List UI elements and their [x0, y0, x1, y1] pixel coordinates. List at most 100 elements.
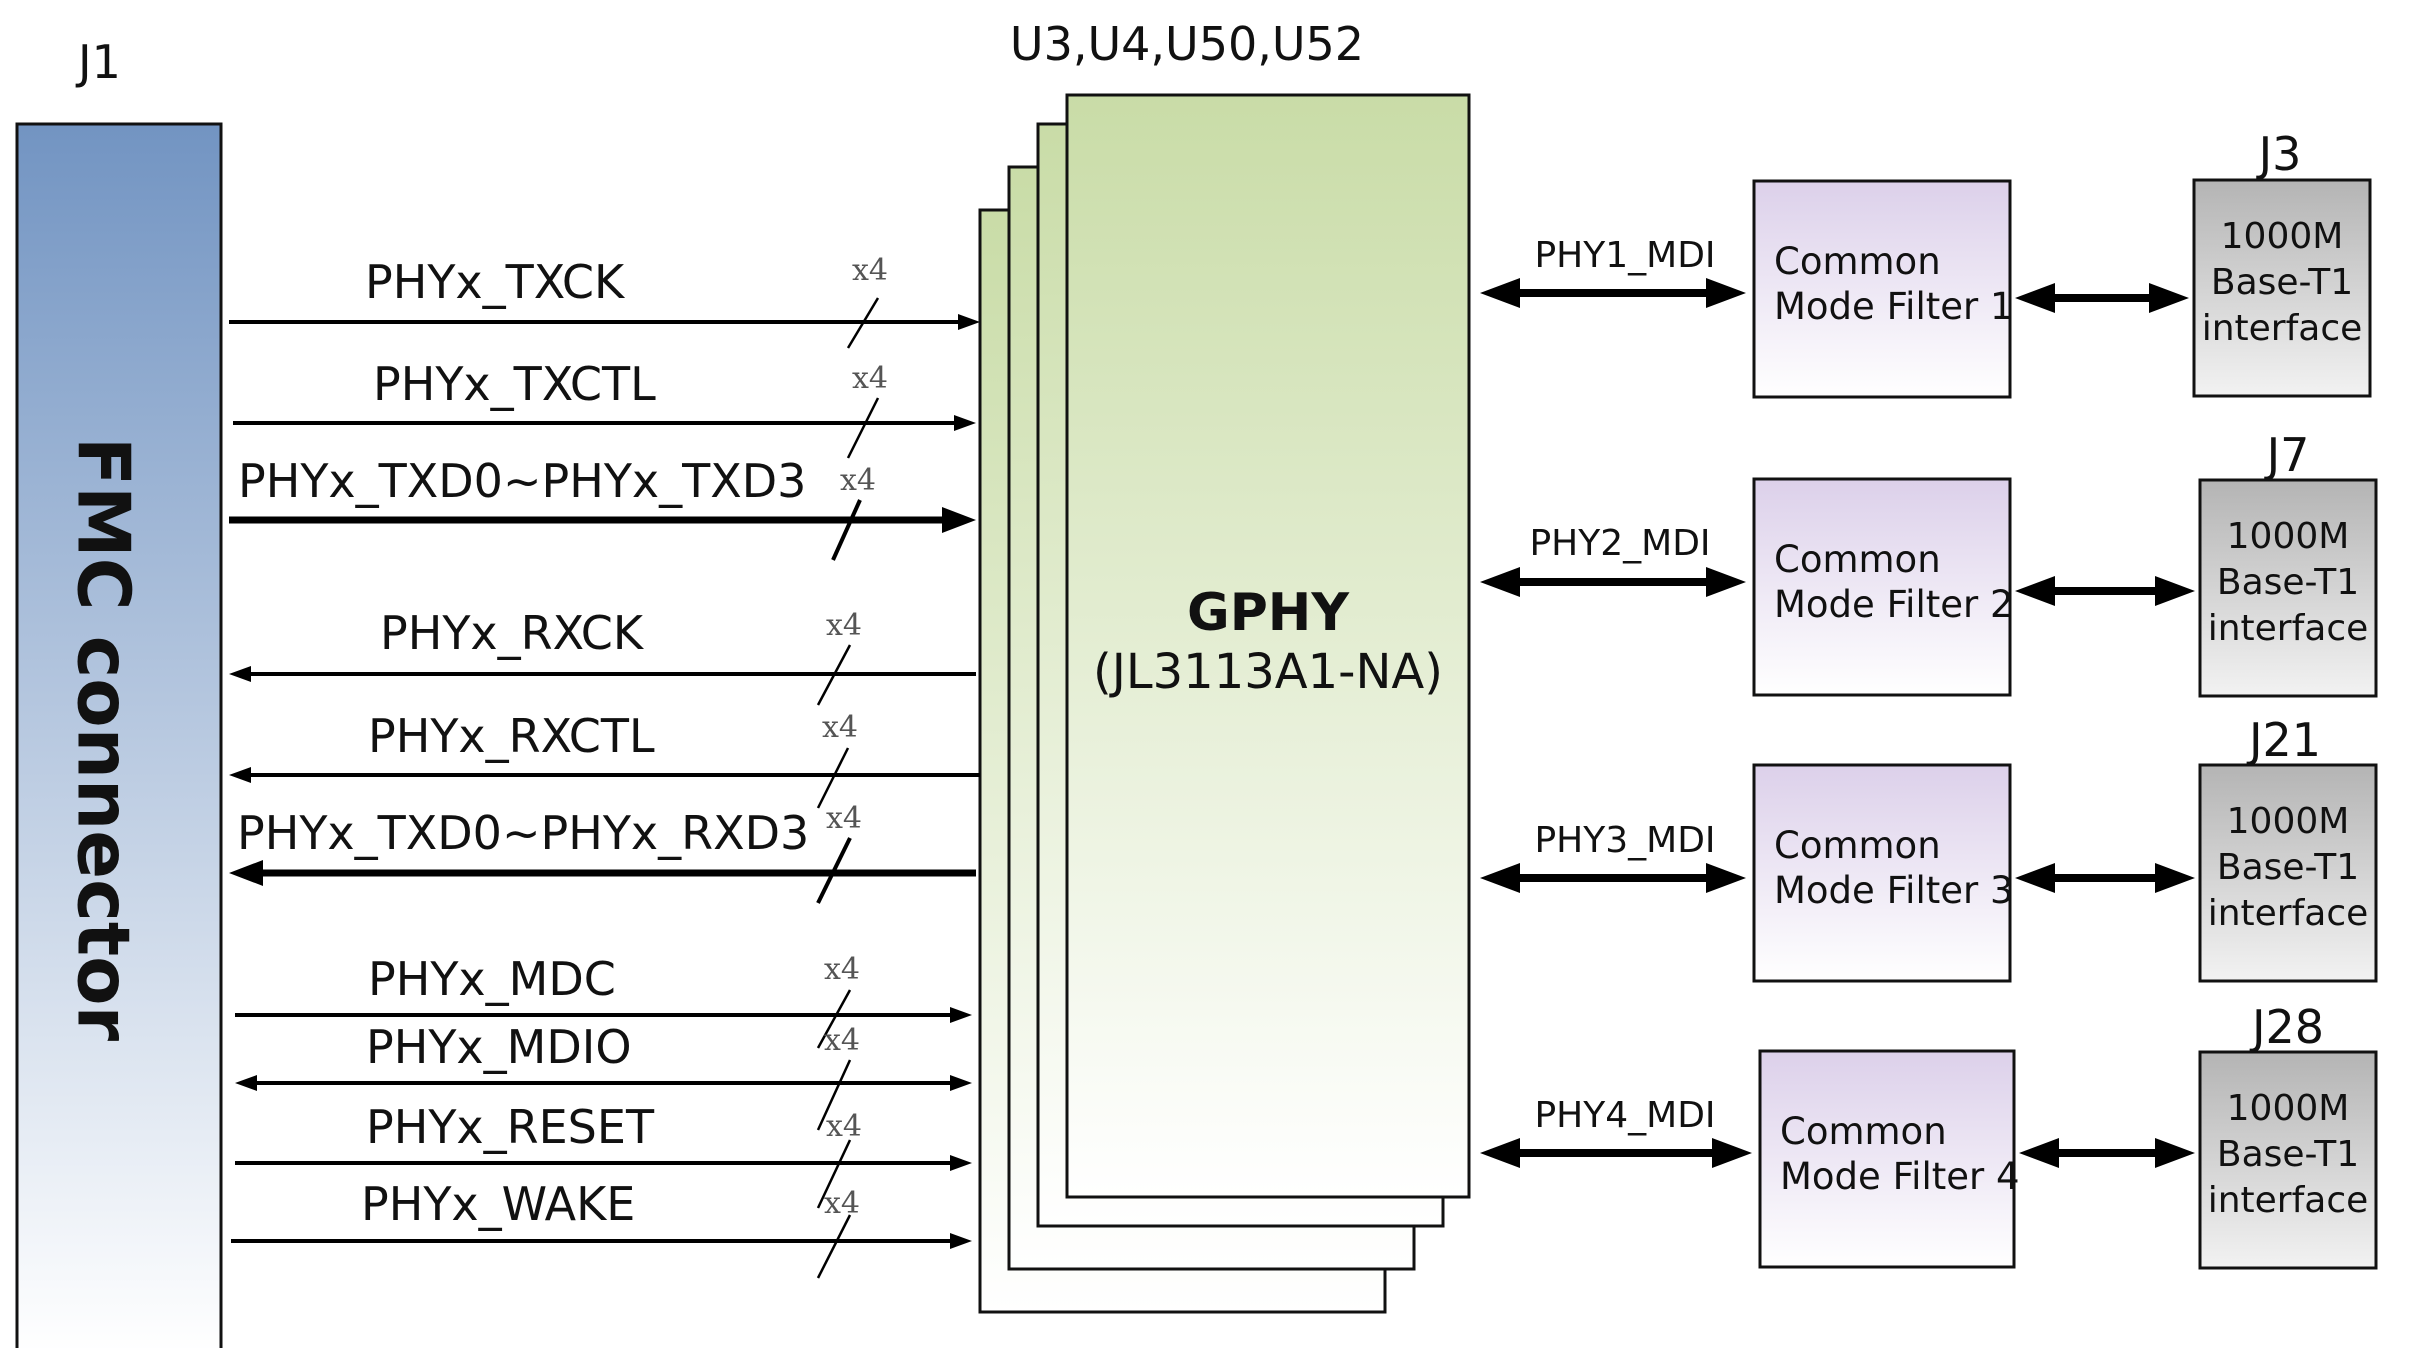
arrow-head-left — [2015, 863, 2055, 893]
filter-label-line1: Common — [1774, 824, 1941, 867]
common-mode-filter — [1752, 179, 2012, 399]
bus-slash — [816, 989, 852, 1049]
filter-label-line1: Common — [1780, 1110, 1947, 1153]
gphy-part-number: (JL3113A1-NA) — [1093, 644, 1443, 700]
filter-label-line2: Mode Filter 4 — [1780, 1155, 2020, 1198]
arrow-head-left — [2015, 283, 2055, 313]
signal-row: PHYx_TXD0~PHYx_TXD3 x4 — [229, 454, 976, 561]
signal-label: PHYx_RESET — [366, 1100, 655, 1154]
arrow-head-right — [958, 314, 980, 330]
arrow-head-right — [1706, 863, 1746, 893]
arrow-head-left — [1480, 1138, 1520, 1168]
signal-label: PHYx_TXCTL — [373, 357, 656, 411]
arrow-head-left — [2019, 1138, 2059, 1168]
arrow-head-left — [1480, 863, 1520, 893]
signal-label: PHYx_TXD0~PHYx_RXD3 — [237, 806, 809, 860]
mdi-label: PHY1_MDI — [1534, 235, 1715, 276]
gphy-block — [1065, 93, 1471, 1199]
jack-ref: J7 — [2264, 428, 2310, 482]
arrow-head-right — [954, 415, 976, 431]
bus-slash — [816, 747, 850, 809]
arrow-head-left — [2015, 576, 2055, 606]
interface-label-line3: interface — [2208, 893, 2369, 934]
interface-label-line2: Base-T1 — [2211, 262, 2353, 303]
gphy-title: GPHY — [1187, 583, 1350, 643]
base-t1-interface — [2198, 1050, 2378, 1270]
interface-label-line1: 1000M — [2227, 516, 2350, 557]
arrow-head-right — [950, 1007, 972, 1023]
arrow-head-right — [1706, 567, 1746, 597]
base-t1-interface — [2198, 478, 2378, 698]
signal-row: PHYx_RXCTL x4 — [229, 709, 980, 809]
bus-width-label: x4 — [824, 952, 860, 987]
signal-row: PHYx_RXCK x4 — [229, 606, 976, 706]
interface-label-line3: interface — [2202, 308, 2363, 349]
bus-slash — [831, 499, 862, 561]
interface-label-line1: 1000M — [2227, 1088, 2350, 1129]
jack-ref: J28 — [2249, 1000, 2324, 1054]
base-t1-interface — [2198, 763, 2378, 983]
bus-slash — [846, 297, 880, 349]
signal-label: PHYx_MDIO — [366, 1020, 632, 1074]
signal-label: PHYx_TXD0~PHYx_TXD3 — [238, 454, 806, 508]
bus-slash — [816, 1139, 852, 1209]
arrow-head-right — [950, 1075, 972, 1091]
signal-label: PHYx_RXCK — [380, 606, 645, 660]
bus-width-label: x4 — [840, 463, 876, 498]
jack-ref: J3 — [2256, 127, 2302, 181]
arrow-head-left — [229, 767, 251, 783]
bus-slash — [816, 837, 852, 904]
arrow-head-left — [229, 860, 263, 886]
interface-label-line2: Base-T1 — [2217, 562, 2359, 603]
filter-label-line2: Mode Filter 2 — [1774, 583, 2014, 626]
arrow-head-right — [2155, 1138, 2195, 1168]
signal-row: PHYx_TXCTL x4 — [233, 357, 976, 459]
jack-ref: J21 — [2246, 713, 2321, 767]
common-mode-filter — [1758, 1049, 2016, 1269]
common-mode-filter — [1752, 763, 2012, 983]
arrow-head-right — [2149, 283, 2189, 313]
mdi-channels: PHY1_MDI Common Mode Filter 1 J3 1000M Base-T… — [1480, 127, 2378, 1270]
interface-label-line1: 1000M — [2221, 216, 2344, 257]
fmc-connector — [15, 122, 223, 1348]
arrow-head-left — [229, 666, 251, 682]
arrow-head-right — [950, 1155, 972, 1171]
interface-label-line2: Base-T1 — [2217, 1134, 2359, 1175]
signal-label: PHYx_RXCTL — [368, 709, 655, 763]
phy-refs: U3,U4,U50,U52 — [1010, 17, 1364, 71]
interface-label-line3: interface — [2208, 1180, 2369, 1221]
signal-label: PHYx_WAKE — [361, 1177, 635, 1231]
bus-slash — [846, 397, 880, 459]
signal-label: PHYx_MDC — [368, 952, 616, 1006]
signal-label: PHYx_TXCK — [365, 255, 626, 309]
bus-width-label: x4 — [852, 361, 888, 396]
signal-row: PHYx_MDC x4 — [235, 952, 972, 1049]
bus-slash — [816, 1214, 852, 1279]
bus-width-label: x4 — [852, 253, 888, 288]
bus-slash — [816, 644, 852, 706]
signal-row: PHYx_TXCK x4 — [229, 253, 980, 349]
filter-label-line2: Mode Filter 1 — [1774, 285, 2014, 328]
mdi-label: PHY4_MDI — [1534, 1095, 1715, 1136]
bus-slash — [816, 1059, 852, 1131]
arrow-head-right — [1706, 278, 1746, 308]
common-mode-filter — [1752, 477, 2012, 697]
arrow-head-left — [1480, 567, 1520, 597]
bus-width-label: x4 — [826, 608, 862, 643]
bus-width-label: x4 — [822, 710, 858, 745]
arrow-head-left — [235, 1075, 257, 1091]
interface-label-line3: interface — [2208, 608, 2369, 649]
arrow-head-right — [1712, 1138, 1752, 1168]
connector-ref: J1 — [75, 35, 121, 89]
interface-label-line2: Base-T1 — [2217, 847, 2359, 888]
